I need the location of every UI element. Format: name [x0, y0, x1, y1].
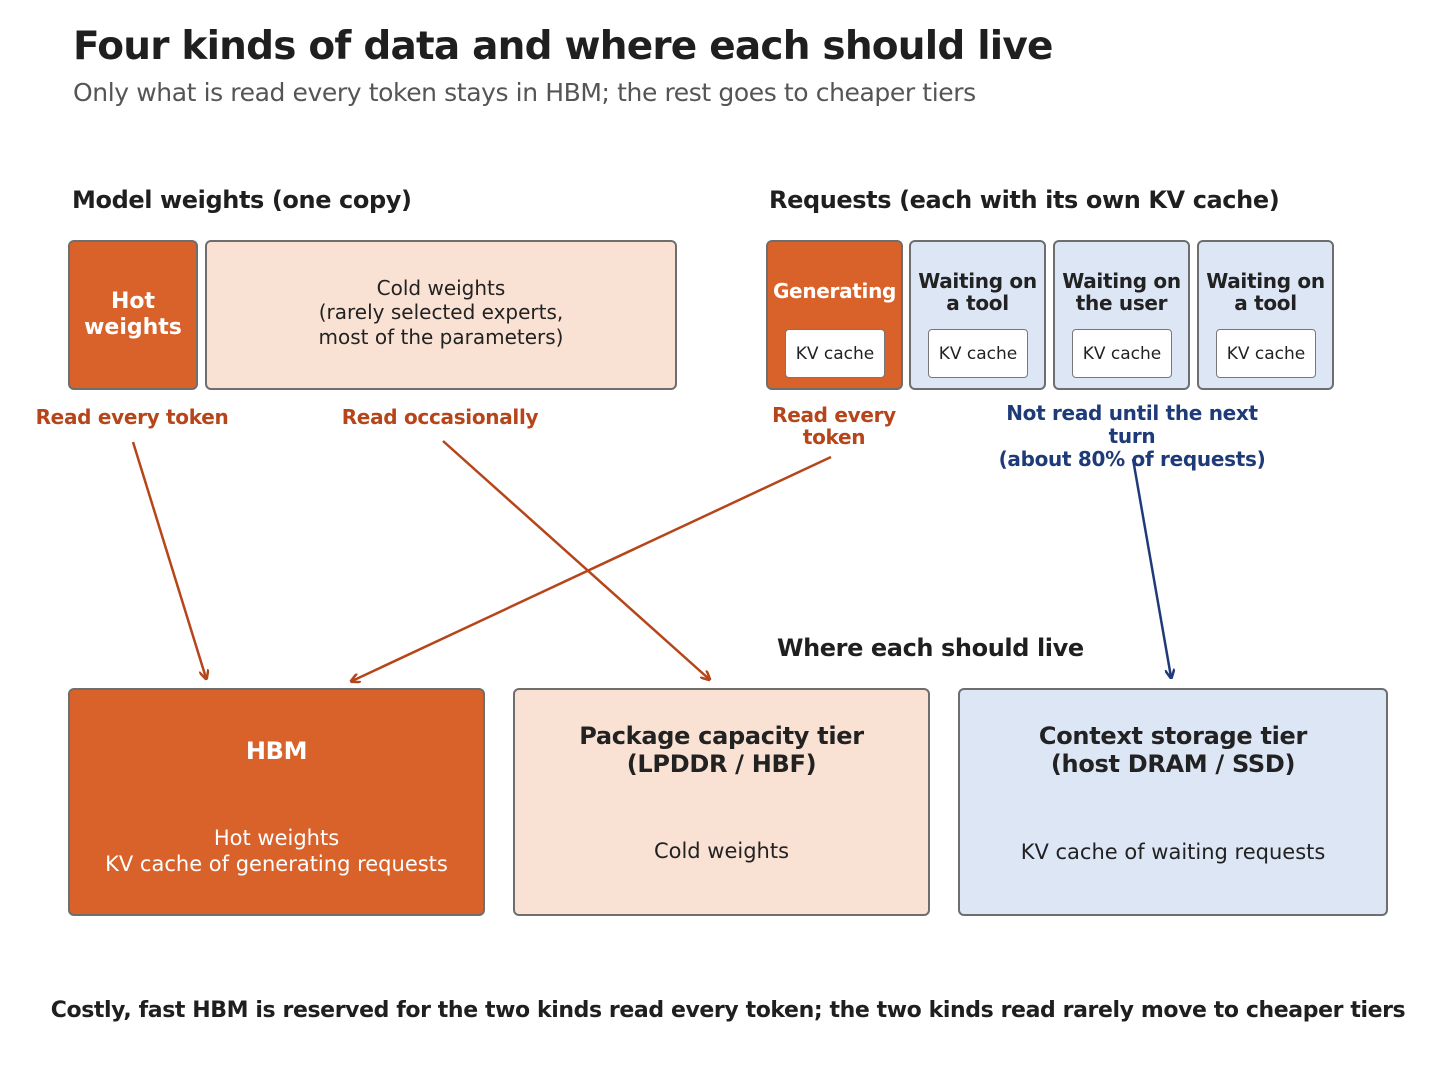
- kv-cache-block: KV cache: [785, 329, 885, 378]
- kv-cache-block: KV cache: [1072, 329, 1172, 378]
- footer-caption: Costly, fast HBM is reserved for the two…: [50, 998, 1406, 1023]
- request-label: Waiting on a tool: [918, 269, 1037, 315]
- request-label: Generating: [772, 279, 897, 303]
- arrow-cold-weights-to-package: [442, 440, 709, 679]
- tier-title: Package capacity tier (LPDDR / HBF): [579, 722, 864, 778]
- request-waiting-tool-2: Waiting on a tool KV cache: [1197, 240, 1334, 390]
- request-waiting-user: Waiting on the user KV cache: [1053, 240, 1190, 390]
- tiers-heading: Where each should live: [777, 634, 1084, 662]
- request-waiting-tool: Waiting on a tool KV cache: [909, 240, 1046, 390]
- page-title: Four kinds of data and where each should…: [73, 24, 1053, 69]
- tier-hbm: HBM Hot weights KV cache of generating r…: [68, 688, 485, 916]
- tier-content: KV cache of waiting requests: [1020, 840, 1326, 864]
- tier-context-storage: Context storage tier (host DRAM / SSD) K…: [958, 688, 1388, 916]
- hot-weights-label: Hot weights: [84, 288, 182, 340]
- arrow-waiting-to-context: [1131, 458, 1171, 677]
- page-subtitle: Only what is read every token stays in H…: [73, 78, 976, 107]
- request-generating: Generating KV cache: [766, 240, 903, 390]
- hot-weights-box: Hot weights: [68, 240, 198, 390]
- arrow-hot-weights-to-hbm: [131, 441, 206, 678]
- request-label: Waiting on the user: [1062, 269, 1181, 315]
- tier-content: Hot weights KV cache of generating reque…: [105, 826, 448, 877]
- waiting-access-label: Not read until the next turn (about 80% …: [998, 401, 1266, 471]
- tier-content: Cold weights: [653, 839, 790, 863]
- kv-cache-block: KV cache: [928, 329, 1028, 378]
- tier-title: Context storage tier (host DRAM / SSD): [1038, 722, 1308, 778]
- hot-weights-access-label: Read every token: [35, 405, 229, 429]
- weights-heading: Model weights (one copy): [72, 186, 412, 214]
- cold-weights-box: Cold weights (rarely selected experts, m…: [205, 240, 677, 390]
- cold-weights-access-label: Read occasionally: [341, 405, 539, 429]
- requests-heading: Requests (each with its own KV cache): [769, 186, 1280, 214]
- cold-weights-label: Cold weights (rarely selected experts, m…: [318, 276, 564, 349]
- tier-title: HBM: [245, 737, 308, 765]
- generating-access-label: Read every token: [772, 403, 896, 449]
- kv-cache-block: KV cache: [1216, 329, 1316, 378]
- tier-package-capacity: Package capacity tier (LPDDR / HBF) Cold…: [513, 688, 930, 916]
- arrow-generating-to-hbm: [352, 455, 832, 681]
- request-label: Waiting on a tool: [1206, 269, 1325, 315]
